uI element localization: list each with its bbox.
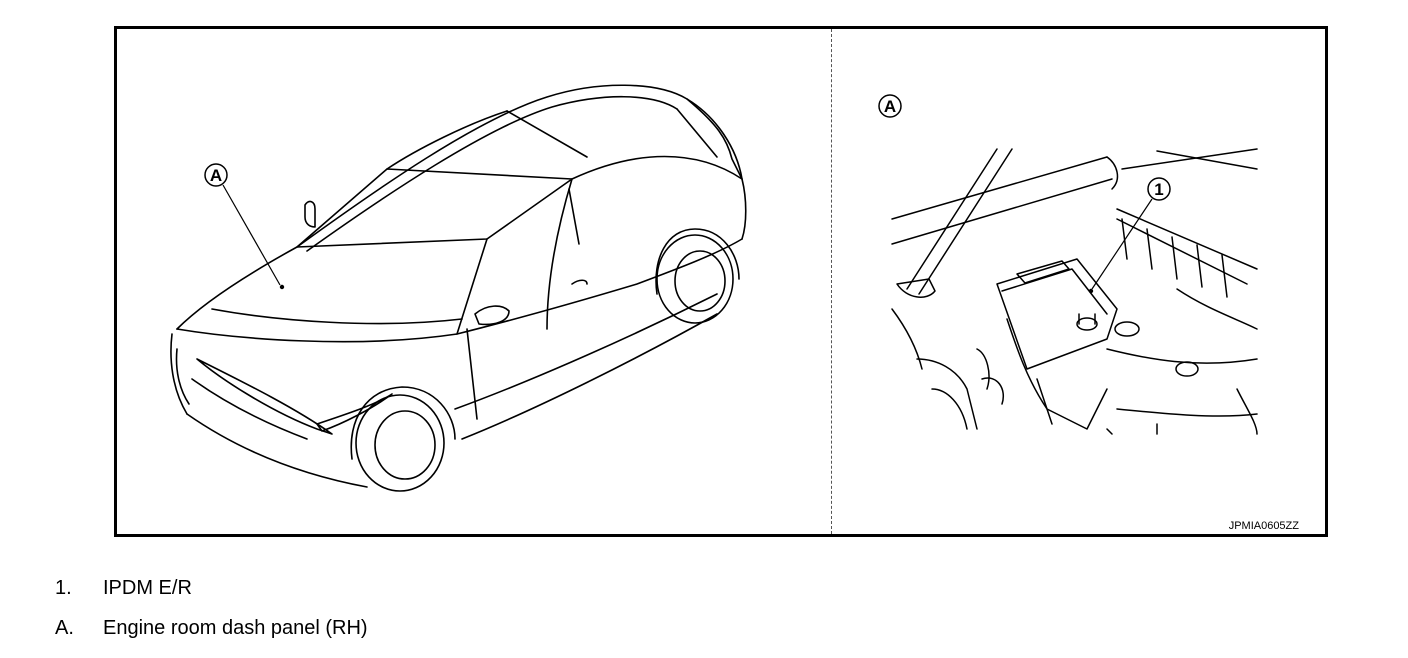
legend-key: 1.: [55, 576, 72, 599]
figure-code: JPMIA0605ZZ: [1228, 520, 1299, 532]
legend-item: A. Engine room dash panel (RH): [55, 608, 368, 648]
panel-divider: [831, 29, 832, 534]
legend-item: 1. IPDM E/R: [55, 568, 368, 608]
legend-label: IPDM E/R: [103, 576, 192, 599]
callout-a-left: A: [204, 163, 285, 290]
diagram-frame: A: [114, 26, 1328, 537]
car-illustration: A: [170, 84, 747, 492]
engine-room-illustration: A 1: [878, 94, 1258, 435]
svg-text:A: A: [210, 166, 222, 185]
svg-text:A: A: [884, 97, 896, 116]
legend: 1. IPDM E/R A. Engine room dash panel (R…: [55, 568, 368, 648]
callout-a-right: A: [878, 94, 902, 118]
legend-key: A.: [55, 616, 74, 639]
callout-1: 1: [1088, 177, 1171, 294]
svg-text:1: 1: [1154, 180, 1163, 199]
legend-label: Engine room dash panel (RH): [103, 616, 368, 639]
